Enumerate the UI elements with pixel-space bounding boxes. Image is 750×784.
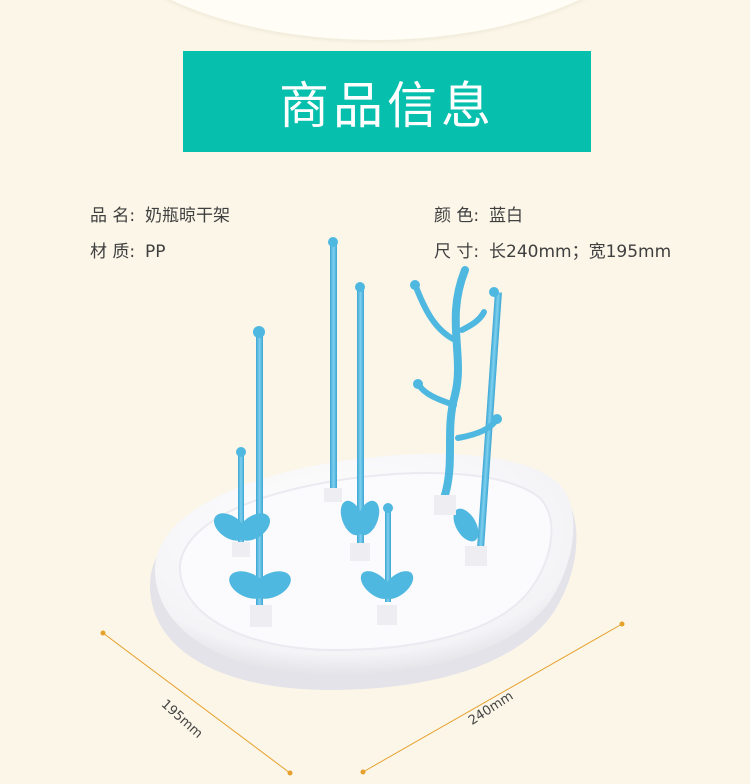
width-dimension-line xyxy=(100,630,293,776)
info-label: 材 质: xyxy=(90,242,136,262)
info-label: 尺 寸: xyxy=(434,242,480,262)
info-label: 品 名: xyxy=(90,206,136,226)
info-value: PP xyxy=(145,242,166,262)
length-dimension-line xyxy=(360,621,625,775)
info-color: 颜 色: 蓝白 xyxy=(434,201,523,226)
info-value: 蓝白 xyxy=(489,206,523,226)
info-value: 奶瓶晾干架 xyxy=(145,206,230,226)
info-material: 材 质: PP xyxy=(90,237,166,262)
section-banner: 商品信息 xyxy=(183,51,591,152)
info-product-name: 品 名: 奶瓶晾干架 xyxy=(90,201,230,226)
info-size: 尺 寸: 长240mm；宽195mm xyxy=(434,237,671,262)
info-label: 颜 色: xyxy=(434,206,480,226)
banner-title: 商品信息 xyxy=(279,76,495,135)
info-value: 长240mm；宽195mm xyxy=(489,242,672,262)
drying-rods xyxy=(213,237,502,627)
